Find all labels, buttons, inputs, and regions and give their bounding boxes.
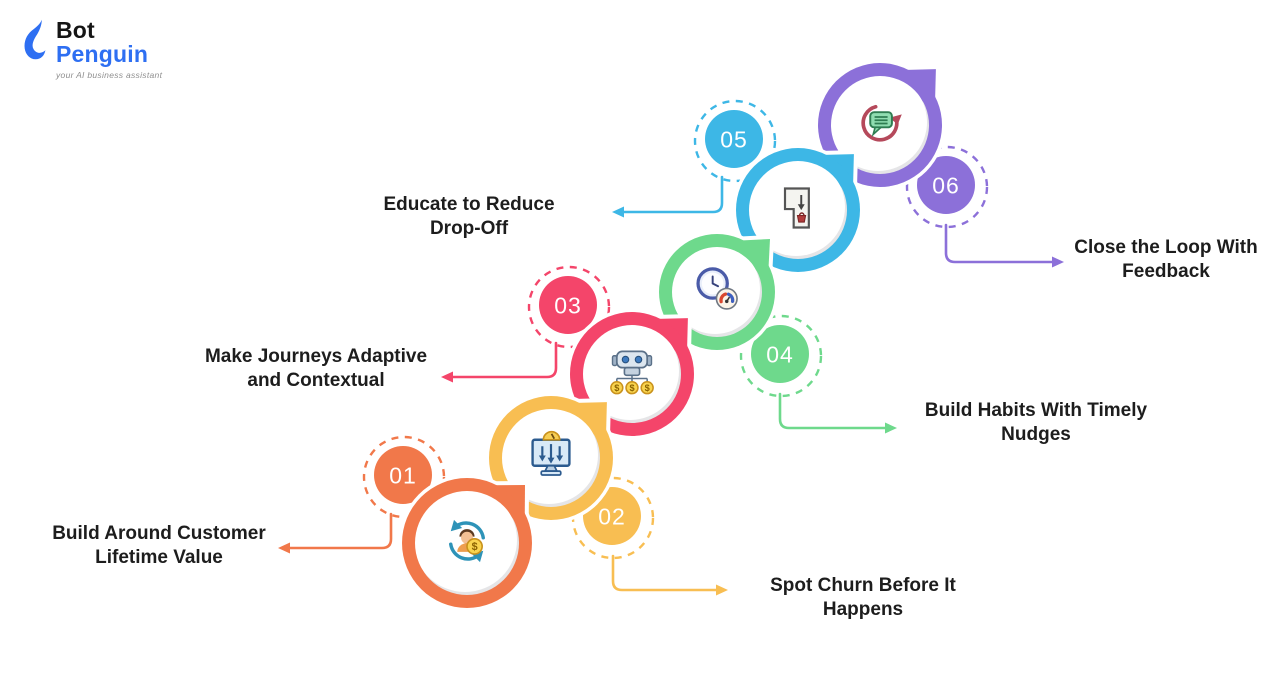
step-03-badge-circle xyxy=(539,276,597,334)
step-02-label-line2: Happens xyxy=(822,599,904,620)
logo-word-penguin: Penguin xyxy=(56,41,149,67)
step-06-label-line2: Feedback xyxy=(1122,261,1210,282)
botpenguin-logo: Bot Penguin your AI business assistant xyxy=(22,18,162,80)
step-04-number: 04 xyxy=(766,341,794,368)
step-03-label: Make Journeys Adaptive and Contextual xyxy=(171,345,461,393)
step-03-label-line1: Make Journeys Adaptive xyxy=(204,346,428,367)
step-05-label: Educate to Reduce Drop-Off xyxy=(344,193,594,241)
step-06-label-line1: Close the Loop With xyxy=(1074,237,1258,258)
step-05-badge-circle xyxy=(705,110,763,168)
step-06-badge-dashed-ring xyxy=(905,145,989,229)
step-01-label-line1: Build Around Customer xyxy=(52,523,266,544)
step-01-label-line2: Lifetime Value xyxy=(95,547,223,568)
step-04-label: Build Habits With Timely Nudges xyxy=(891,399,1181,447)
step-03-badge-dashed-ring xyxy=(527,265,611,349)
logo-word-bot: Bot xyxy=(56,17,95,43)
step-04-badge-dashed-ring xyxy=(739,314,823,398)
clock-magnet-icon xyxy=(691,264,743,316)
step-05-number: 05 xyxy=(720,126,748,153)
step-06-number: 06 xyxy=(932,172,960,199)
step-04-connector-arrowhead xyxy=(885,422,897,434)
step-05-connector-line xyxy=(622,175,724,214)
step-05-label-line1: Educate to Reduce xyxy=(383,194,555,215)
step-05-connector-arrowhead xyxy=(612,206,624,218)
step-03-connector-line xyxy=(451,341,558,379)
svg-text:$: $ xyxy=(472,541,478,553)
logo-tagline: your AI business assistant xyxy=(56,70,163,80)
svg-text:$: $ xyxy=(645,383,650,393)
step-06-label: Close the Loop With Feedback xyxy=(1041,236,1288,284)
step-03-number: 03 xyxy=(554,292,582,319)
step-03-label-line2: and Contextual xyxy=(247,370,385,391)
step-06-connector-line xyxy=(944,223,1054,264)
step-01-number: 01 xyxy=(389,462,417,489)
step-06-badge-circle xyxy=(917,156,975,214)
logo-text: Bot Penguin your AI business assistant xyxy=(56,18,162,80)
step-06-connector-arrowhead xyxy=(1052,256,1064,268)
step-02-connector-arrowhead xyxy=(716,584,728,596)
step-02-connector-line xyxy=(611,554,718,592)
step-03-connector-arrowhead xyxy=(441,371,453,383)
step-04-label-line1: Build Habits With Timely xyxy=(924,400,1148,421)
robot-money-icon: $ $ $ xyxy=(606,346,658,398)
svg-text:$: $ xyxy=(614,383,619,393)
step-02-label-line1: Spot Churn Before It xyxy=(770,575,956,596)
step-05-label-line2: Drop-Off xyxy=(429,218,509,239)
step-02-number: 02 xyxy=(598,503,626,530)
step-04-connector-line xyxy=(778,392,887,430)
step-05-badge-dashed-ring xyxy=(693,99,777,183)
penguin-icon xyxy=(24,19,46,60)
svg-text:$: $ xyxy=(629,383,634,393)
funnel-dropoff-icon xyxy=(772,182,824,234)
step-01-badge-dashed-ring xyxy=(362,435,446,519)
step-01-badge-circle xyxy=(374,446,432,504)
churn-monitor-icon xyxy=(525,430,577,482)
step-01-label: Build Around Customer Lifetime Value xyxy=(24,522,294,570)
step-02-label: Spot Churn Before It Happens xyxy=(728,574,998,622)
step-04-label-line2: Nudges xyxy=(1001,424,1071,445)
customer-lifetime-value-icon: $ xyxy=(441,515,493,567)
step-04-badge-circle xyxy=(751,325,809,383)
feedback-loop-icon xyxy=(854,97,906,149)
step-01-connector-line xyxy=(288,512,393,550)
step-01-connector-arrowhead xyxy=(278,542,290,554)
